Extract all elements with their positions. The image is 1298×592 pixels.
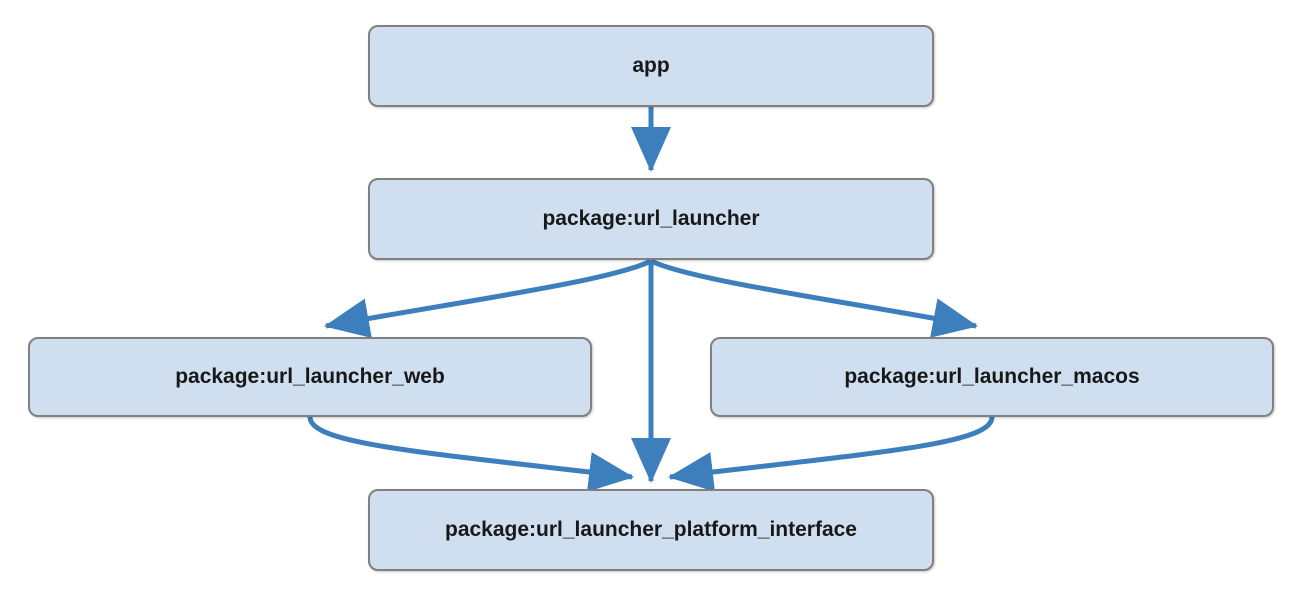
- node-url-launcher-platform-interface[interactable]: package:url_launcher_platform_interface: [368, 489, 934, 571]
- edge-url_launcher_web-to-url_launcher_platform_interface: [307, 416, 634, 492]
- node-url-launcher-label: package:url_launcher: [542, 207, 760, 230]
- edge-url_launcher-to-url_launcher_web: [324, 258, 653, 339]
- node-url-launcher-platform-interface-label: package:url_launcher_platform_interface: [445, 518, 857, 541]
- node-url-launcher-web[interactable]: package:url_launcher_web: [28, 337, 592, 417]
- node-url-launcher[interactable]: package:url_launcher: [368, 178, 934, 260]
- node-app[interactable]: app: [368, 25, 934, 107]
- edge-url_launcher_macos-to-url_launcher_platform_interface: [668, 416, 995, 492]
- edge-url_launcher-to-url_launcher_macos: [649, 258, 978, 338]
- node-app-label: app: [632, 54, 670, 77]
- node-url-launcher-macos[interactable]: package:url_launcher_macos: [710, 337, 1274, 417]
- node-url-launcher-macos-label: package:url_launcher_macos: [844, 365, 1140, 388]
- node-url-launcher-web-label: package:url_launcher_web: [175, 365, 445, 388]
